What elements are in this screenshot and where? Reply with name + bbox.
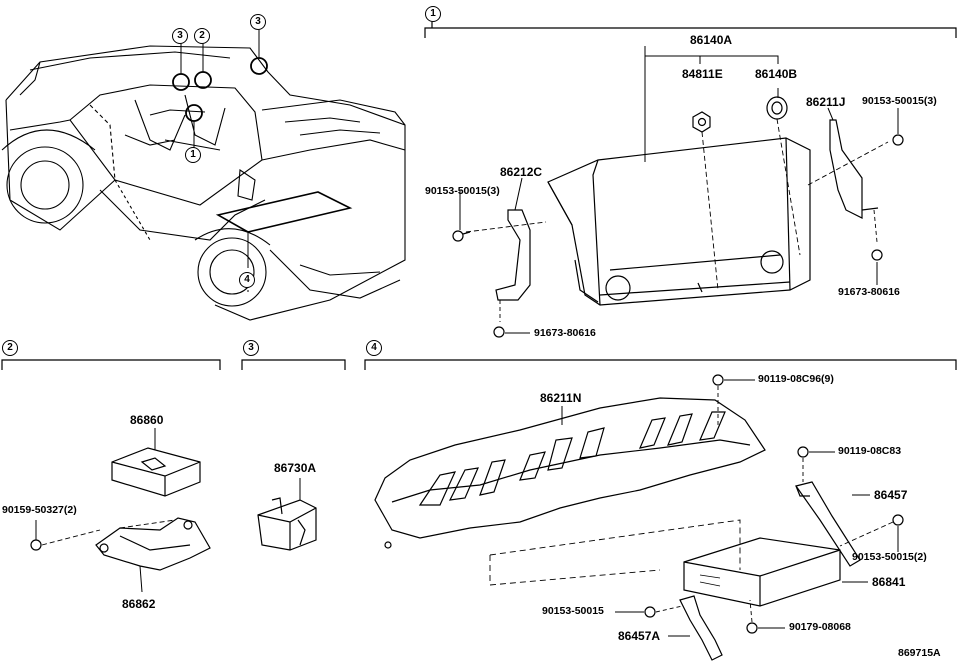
part-label-90179-08068: 90179-08068: [789, 621, 851, 633]
section4-parts: [374, 374, 904, 661]
section-3-marker: 3: [243, 340, 259, 356]
part-label-90119-08C83: 90119-08C83: [838, 445, 902, 457]
part-label-86862: 86862: [122, 597, 156, 611]
part-label-86140B: 86140B: [755, 67, 798, 81]
part-label-90153-50015-2: 90153-50015(2): [852, 551, 927, 563]
part-label-86211N: 86211N: [540, 391, 582, 405]
car-callout-2: 2: [194, 28, 210, 44]
car-illustration: [1, 30, 406, 321]
display-assembly: [452, 46, 904, 338]
part-label-91673-80616-right: 91673-80616: [838, 286, 900, 298]
section-4-marker: 4: [366, 340, 382, 356]
part-label-90119-08C96: 90119-08C96(9): [758, 373, 834, 385]
section3-parts: [257, 478, 317, 551]
section2-parts: [30, 428, 211, 593]
part-label-84811E: 84811E: [682, 67, 723, 81]
car-callout-3a: 3: [172, 28, 188, 44]
part-label-86457: 86457: [874, 488, 908, 502]
part-label-86211J: 86211J: [806, 95, 846, 109]
section3-bracket: [241, 359, 346, 370]
section4-bracket: [364, 359, 957, 370]
part-label-86730A: 86730A: [274, 461, 317, 475]
part-label-90159-50327: 90159-50327(2): [2, 504, 77, 516]
part-label-86457A: 86457A: [618, 629, 661, 643]
section-1-marker: 1: [425, 6, 441, 22]
section1-bracket: [424, 27, 957, 38]
part-label-86860: 86860: [130, 413, 164, 427]
part-label-86140A: 86140A: [690, 33, 733, 47]
car-callout-1: 1: [185, 147, 201, 163]
car-callout-3b: 3: [250, 14, 266, 30]
section2-bracket: [1, 359, 221, 370]
illustration-code: 869715A: [898, 647, 941, 659]
part-label-90153-50015-3-left: 90153-50015(3): [425, 185, 500, 197]
section-2-marker: 2: [2, 340, 18, 356]
part-label-86841: 86841: [872, 575, 906, 589]
part-label-91673-80616-left: 91673-80616: [534, 327, 596, 339]
part-label-90153-50015-3-top: 90153-50015(3): [862, 95, 937, 107]
part-label-90153-50015: 90153-50015: [542, 605, 604, 617]
car-callout-4: 4: [239, 272, 255, 288]
part-label-86212C: 86212C: [500, 165, 543, 179]
